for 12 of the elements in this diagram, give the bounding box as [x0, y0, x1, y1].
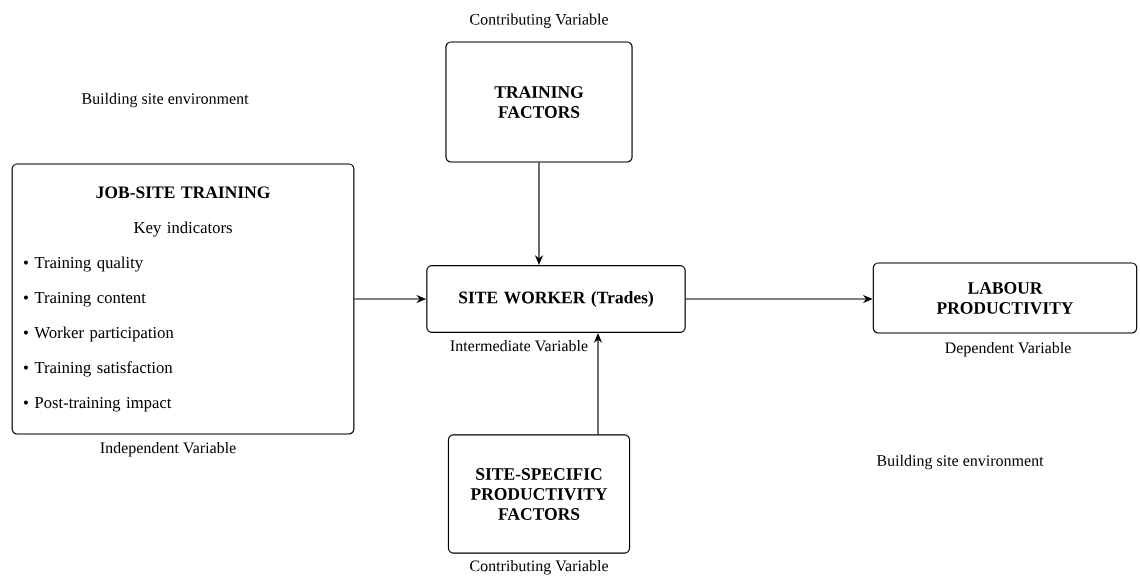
environment-label: Building site environment — [81, 92, 249, 108]
variable-caption: Independent Variable — [100, 442, 236, 457]
environment-label: Building site environment — [876, 454, 1044, 470]
process-box: SITE WORKER (Trades) — [426, 265, 686, 333]
process-box: JOB-SITE TRAINING Key indicators • Training quality • Training content • Worker participation • Training satisfaction • Post-training impact — [11, 163, 355, 435]
variable-caption: Contributing Variable — [470, 560, 608, 575]
process-box: LABOUR PRODUCTIVITY — [872, 262, 1138, 334]
variable-caption: Dependent Variable — [945, 342, 1071, 357]
process-box: TRAINING FACTORS — [445, 41, 633, 163]
variable-caption: Intermediate Variable — [450, 340, 588, 352]
variable-caption: Contributing Variable — [470, 13, 608, 28]
process-box: SITE-SPECIFIC PRODUCTIVITY FACTORS — [447, 434, 631, 554]
